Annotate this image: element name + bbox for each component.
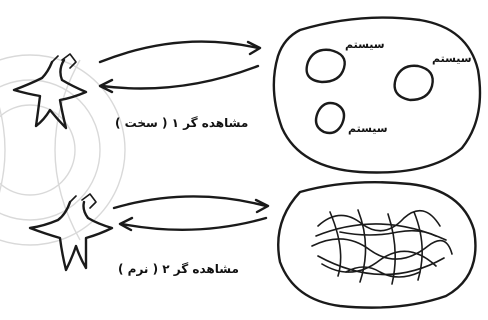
arrow-observer1-to-system xyxy=(98,40,262,64)
arrow-observer2-to-system xyxy=(112,195,270,214)
observer-1-figure xyxy=(12,53,88,130)
watermark-ornament xyxy=(0,54,126,246)
arrow-system-to-observer2 xyxy=(118,216,268,232)
observer-1-label: مشاهده گر ۱ ( سخت ) xyxy=(115,116,249,130)
subsystem-1-label: سیستم xyxy=(345,38,385,51)
subsystem-3 xyxy=(314,101,346,135)
hard-system-boundary xyxy=(272,16,482,174)
arrow-system-to-observer1 xyxy=(98,64,260,94)
observer-2-figure xyxy=(28,193,114,272)
soft-system-tangle xyxy=(311,209,453,285)
subsystem-1 xyxy=(305,48,346,84)
subsystem-3-label: سیستم xyxy=(348,122,388,135)
subsystem-2-label: سیستم xyxy=(432,52,472,65)
subsystem-2 xyxy=(393,64,434,102)
soft-system-boundary xyxy=(277,181,477,309)
observer-2-label: مشاهده گر ۲ ( نرم ) xyxy=(118,262,239,276)
